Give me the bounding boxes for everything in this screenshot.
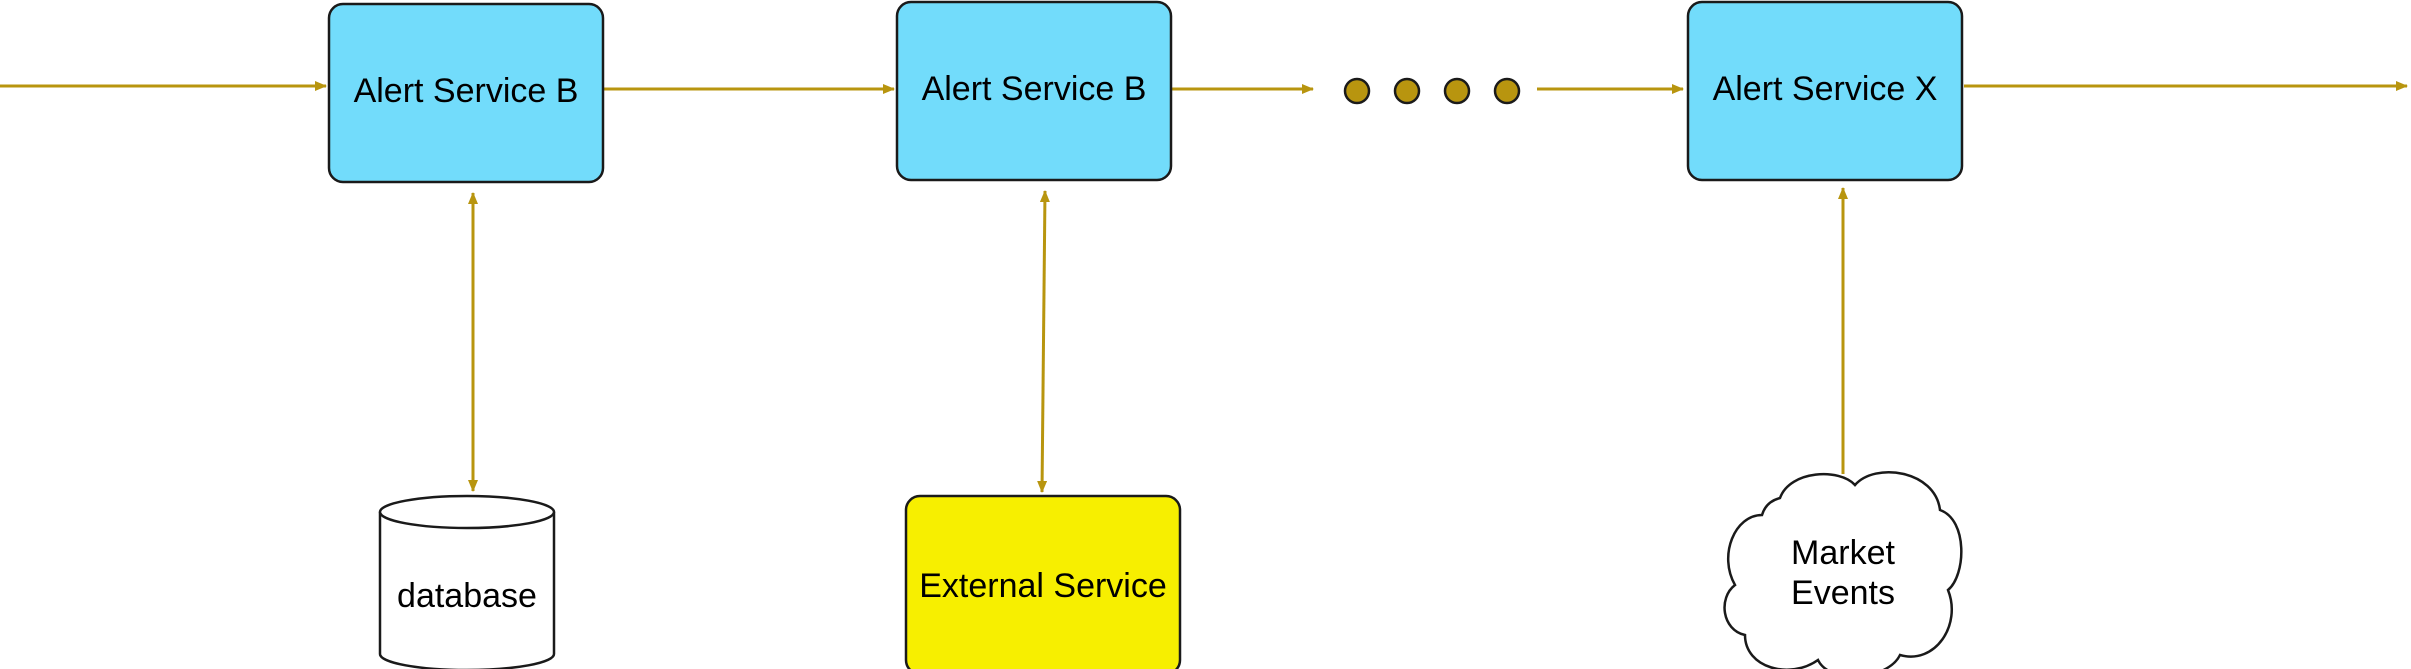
market-events-node: Market Events (1723, 471, 1963, 669)
alert-service-last-box (1686, 0, 1964, 182)
alert-service-second-box (895, 0, 1173, 182)
alert-service-first-label: Alert Service B (354, 72, 579, 110)
service2-external-arrow (1037, 190, 1050, 493)
database-cylinder-icon (378, 494, 556, 669)
database-label: database (397, 577, 537, 615)
external-service-box (904, 494, 1182, 669)
alert-service-first-box (327, 2, 605, 184)
alert-service-first: Alert Service B (327, 2, 605, 184)
market-events-label-line2: Events (1791, 574, 1895, 612)
database-node: database (378, 494, 556, 669)
alert-service-second-label: Alert Service B (922, 70, 1147, 108)
continuation-dot (1443, 77, 1471, 105)
cloud-icon (1723, 471, 1963, 669)
continuation-dot (1493, 77, 1521, 105)
alert-service-last-label: Alert Service X (1713, 70, 1938, 108)
continuation-dot (1343, 77, 1371, 105)
external-service-node: External Service (904, 494, 1182, 669)
external-service-label: External Service (919, 567, 1167, 605)
vertical-connectors (468, 187, 1848, 493)
alert-service-second: Alert Service B (895, 0, 1173, 182)
flow-arrows (0, 81, 2408, 94)
market-events-label-line1: Market (1791, 534, 1895, 572)
alert-service-last: Alert Service X (1686, 0, 1964, 182)
continuation-dot (1393, 77, 1421, 105)
continuation-dots (1343, 77, 1521, 105)
